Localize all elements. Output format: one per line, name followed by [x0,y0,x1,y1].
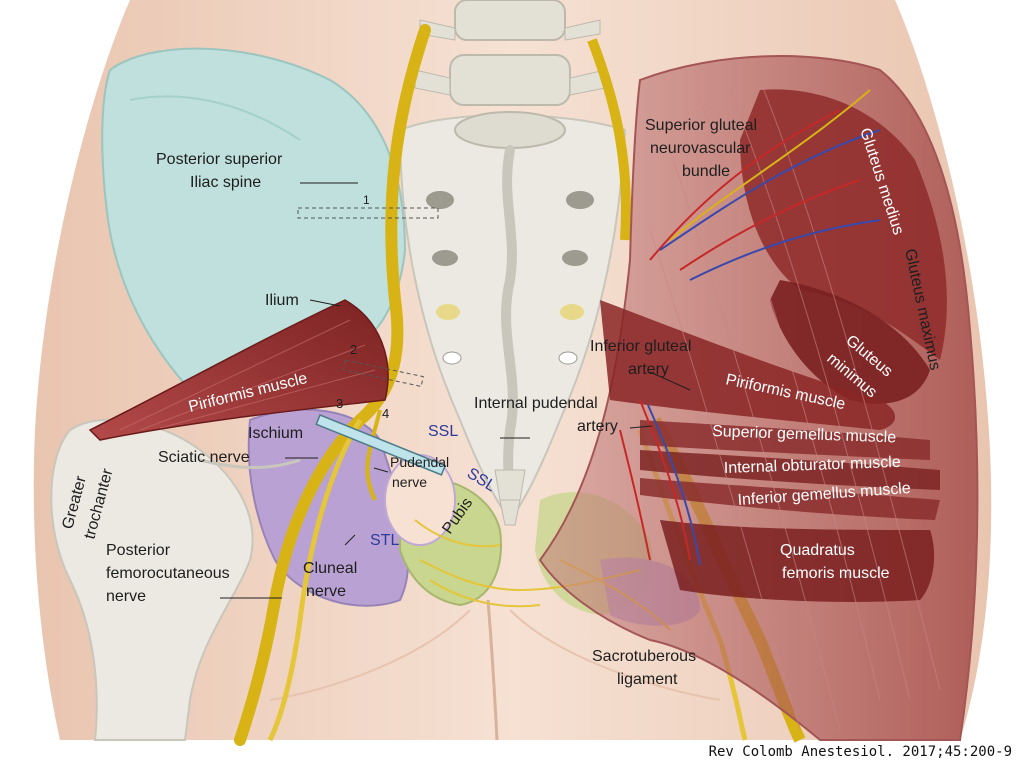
label-stl: STL [370,532,399,549]
label-sacrotuberous-line1: Sacrotuberous [592,648,696,665]
label-num-4: 4 [382,406,389,421]
label-superior-gemellus: Superior gemellus muscle [712,423,897,446]
piriformis-left [88,299,389,441]
label-sup-gluteal-line1: Superior gluteal [645,117,757,134]
citation: Rev Colomb Anestesiol. 2017;45:200-9 [709,744,1012,760]
label-ischium: Ischium [248,425,303,442]
label-internal-obturator: Internal obturator muscle [724,454,902,477]
label-cluneal-line1: Cluneal [303,560,357,577]
label-post-fem-line1: Posterior [106,542,171,559]
piriformis-right [600,300,895,430]
label-sup-gluteal-line3: bundle [682,163,730,180]
gluteus-medius [740,89,947,361]
sacrospinous-ligament-bar [315,414,447,476]
label-ilium: Ilium [265,292,299,309]
label-int-pudendal-line1: Internal pudendal [474,395,598,412]
label-ssl-1: SSL [428,423,458,440]
label-sciatic-nerve: Sciatic nerve [158,449,250,466]
label-quadratus-line2: femoris muscle [782,565,890,582]
label-num-1: 1 [363,193,370,207]
label-psis-line2: Iliac spine [190,174,261,191]
gluteus-minimus [770,280,930,404]
label-psis-line1: Posterior superior [156,151,283,168]
label-pudendal-line1: Pudendal [390,454,449,470]
label-num-3: 3 [336,396,343,411]
sacrum [398,0,627,526]
label-quadratus-line1: Quadratus [780,542,855,559]
label-inf-gluteal-line1: Inferior gluteal [590,338,691,355]
label-pudendal-line2: nerve [392,474,427,490]
label-post-fem-line2: femorocutaneous [106,565,230,582]
femur-left [50,418,254,741]
quadratus-femoris [660,520,935,602]
label-num-2: 2 [350,342,357,357]
label-cluneal-line2: nerve [306,583,346,600]
label-sup-gluteal-line2: neurovascular [650,140,751,157]
label-inf-gluteal-line2: artery [628,361,669,378]
label-sacrotuberous-line2: ligament [617,671,678,688]
label-int-pudendal-line2: artery [577,418,618,435]
superior-gluteal-vessels [649,89,881,281]
label-post-fem-line3: nerve [106,588,146,605]
